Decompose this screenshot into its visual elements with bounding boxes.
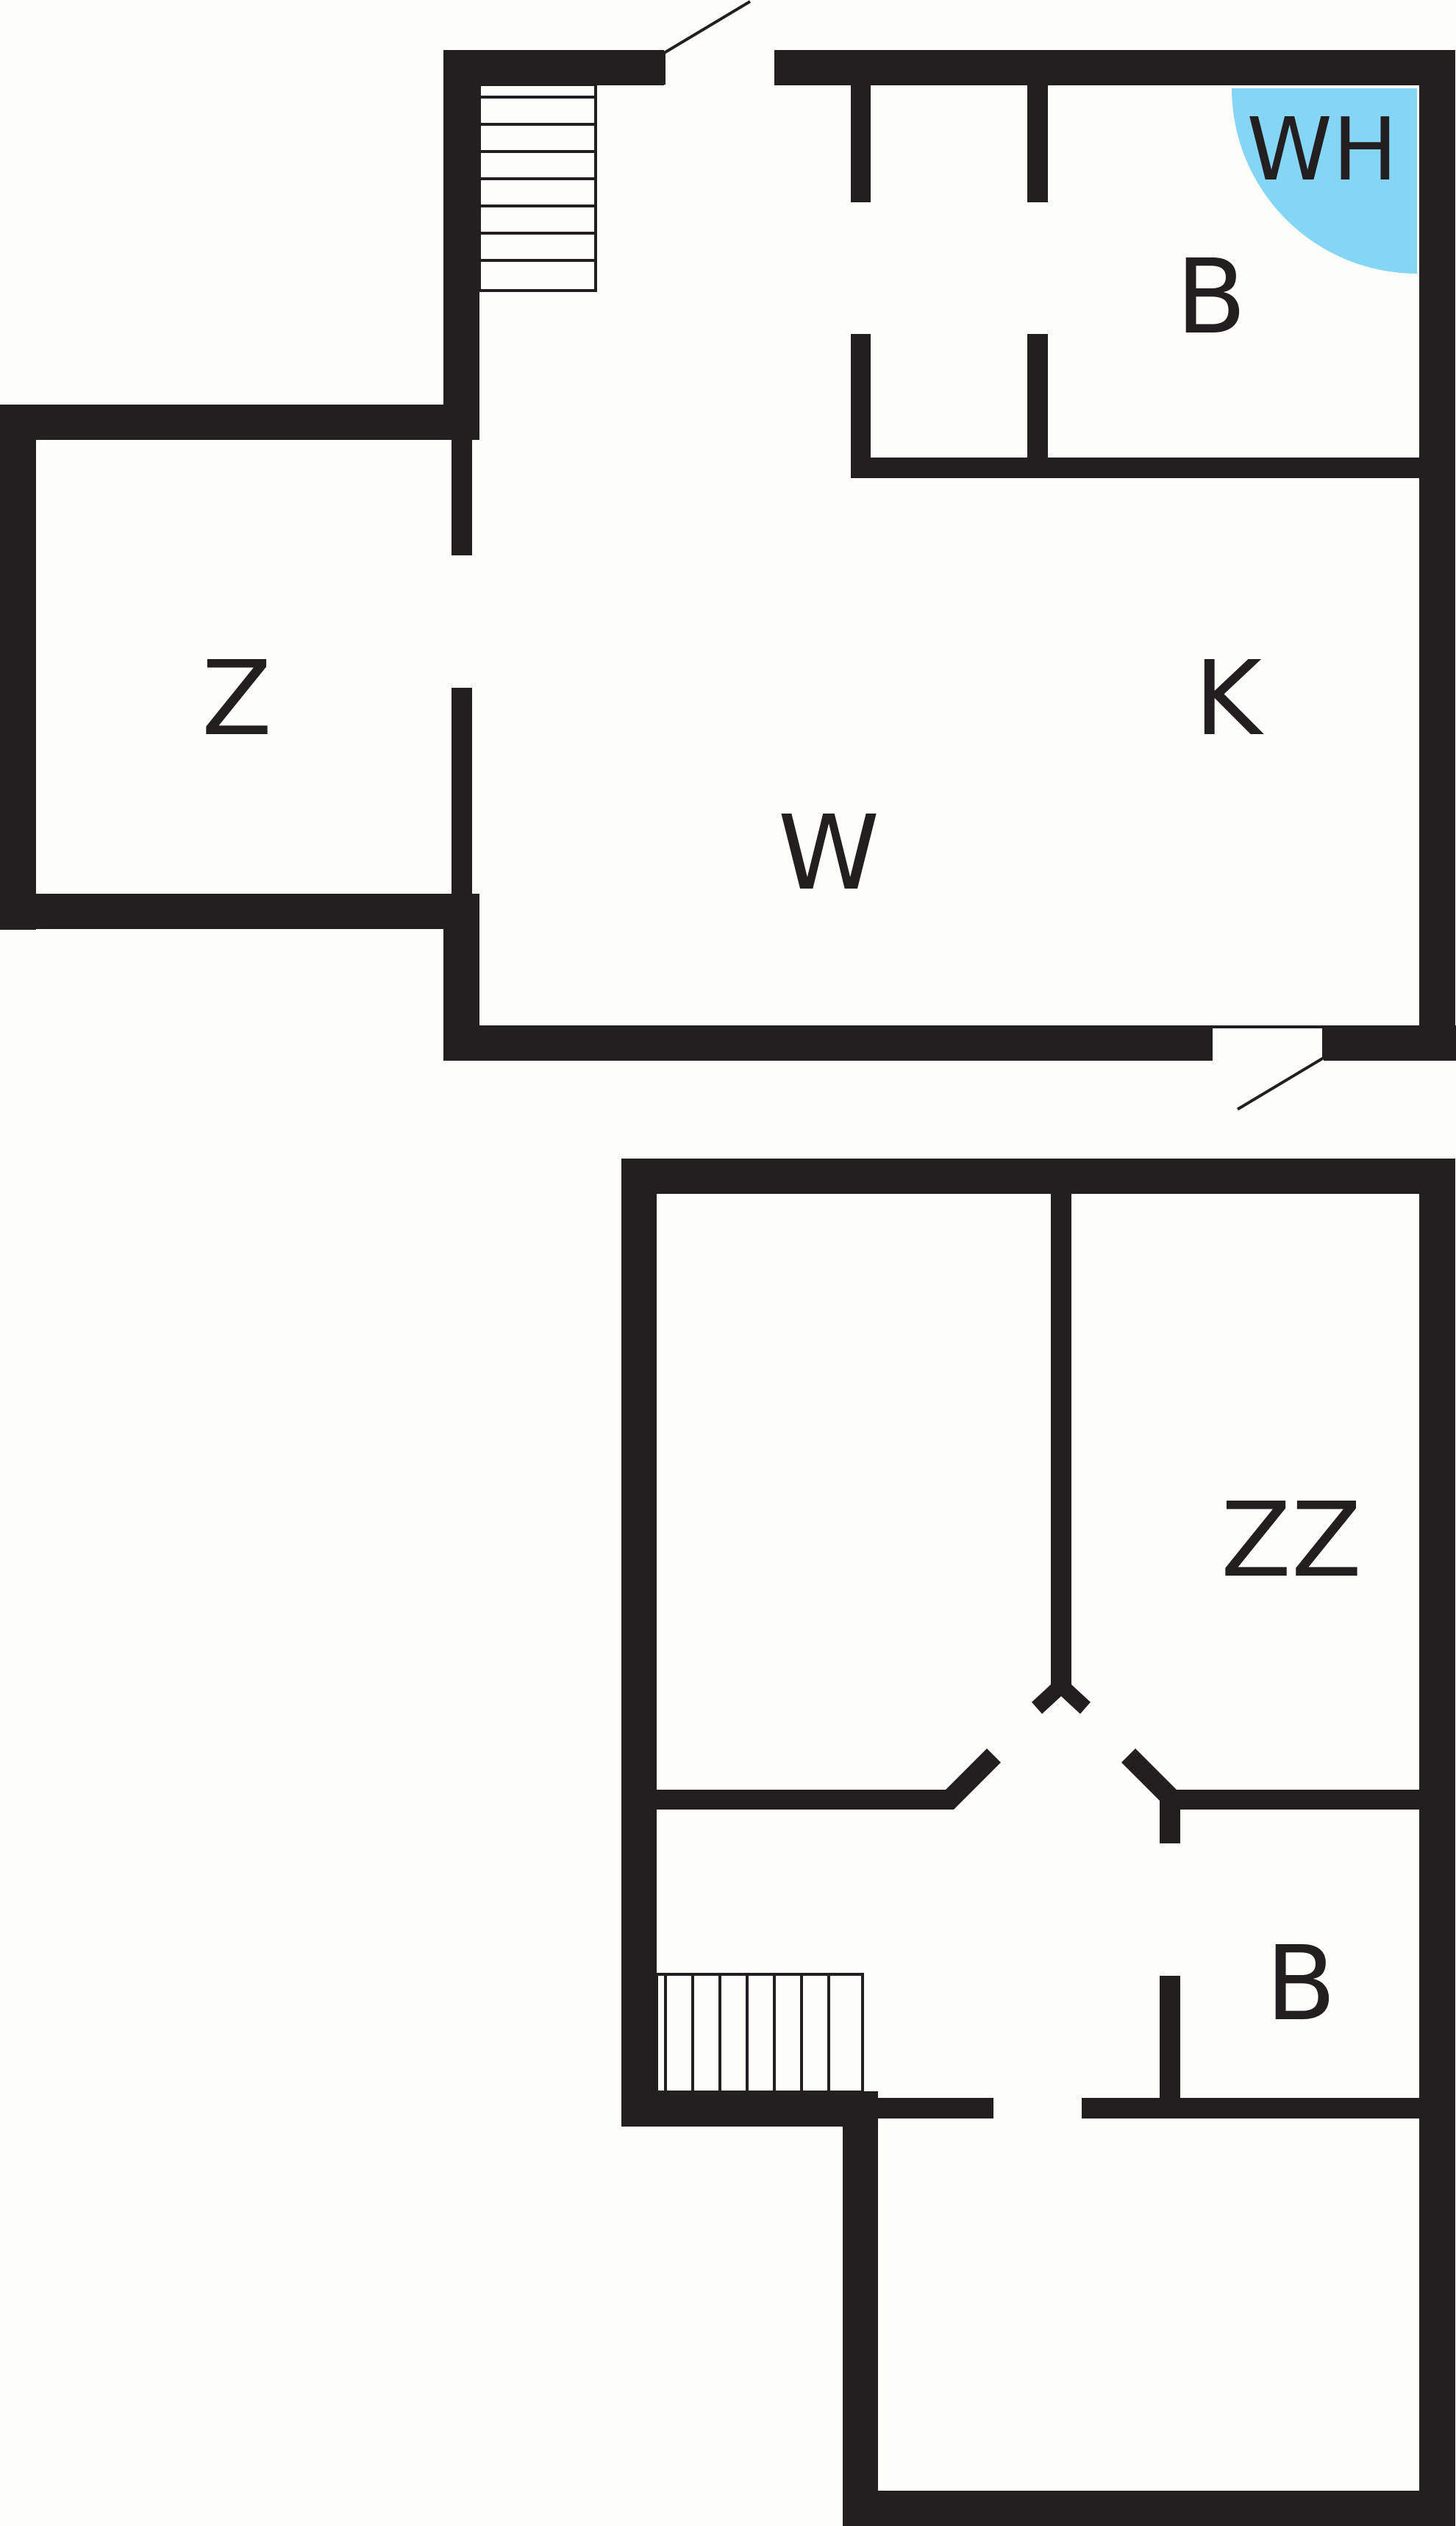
wall-b2-left: [1160, 1976, 1180, 2101]
room-label-w: W: [778, 794, 879, 914]
wall-z-left: [0, 405, 36, 930]
wall-zz-bottom: [1121, 1748, 1421, 1843]
wall-lower-bottom: [843, 2491, 1455, 2526]
wall-b-left-bottom: [851, 334, 871, 478]
wall-z-top: [0, 405, 479, 440]
wall-center-vertical: [1051, 1194, 1071, 1687]
door-top: [663, 0, 774, 85]
wall-left-upper: [443, 50, 479, 438]
shower-area: [1232, 88, 1417, 274]
wall-lower-left: [621, 1159, 657, 2127]
door-bottom: [1213, 1025, 1325, 1111]
room-label-wh: WH: [1246, 99, 1397, 200]
wall-left-room-bottom: [657, 1748, 1001, 1810]
stairs-lower: [655, 1973, 864, 2093]
upper-floor: Z W K B WH: [0, 0, 1456, 1111]
wall-b-bottom: [851, 458, 1421, 478]
wall-right: [1419, 50, 1455, 1061]
room-label-zz: ZZ: [1221, 1481, 1362, 1601]
wall-z-inner-bottom: [452, 688, 472, 894]
wall-z-bottom: [0, 894, 479, 929]
wall-lower-top: [621, 1159, 1455, 1194]
wall-lower-step: [621, 2091, 877, 2127]
wall-top-left: [443, 50, 664, 85]
wall-z-inner-top: [452, 438, 472, 555]
stairs-upper: [478, 83, 597, 292]
wall-lower-right: [1419, 1159, 1455, 2526]
wall-b-mid-top: [1027, 85, 1048, 202]
main-floor: [479, 85, 1421, 1025]
lower-floor-fill: [657, 1194, 1421, 2492]
wall-b2-bottom: [1082, 2098, 1421, 2118]
room-z-floor: [19, 438, 479, 906]
wall-center-chevron: [1032, 1684, 1091, 1714]
wall-b-mid-bottom: [1027, 334, 1048, 465]
wall-b-left-top: [851, 85, 871, 202]
room-label-k: K: [1194, 639, 1264, 759]
room-label-z: Z: [201, 639, 272, 759]
lower-floor: ZZ B: [621, 1159, 1455, 2526]
wall-bottom-right: [1324, 1025, 1456, 1061]
wall-bottom-room-top-left: [877, 2098, 993, 2118]
room-label-b: B: [1176, 238, 1246, 357]
room-label-b2: B: [1266, 1924, 1336, 2044]
wall-lower-left-bottom: [843, 2091, 878, 2526]
wall-top-right: [774, 50, 1455, 85]
wall-bottom-left: [443, 1025, 1213, 1061]
